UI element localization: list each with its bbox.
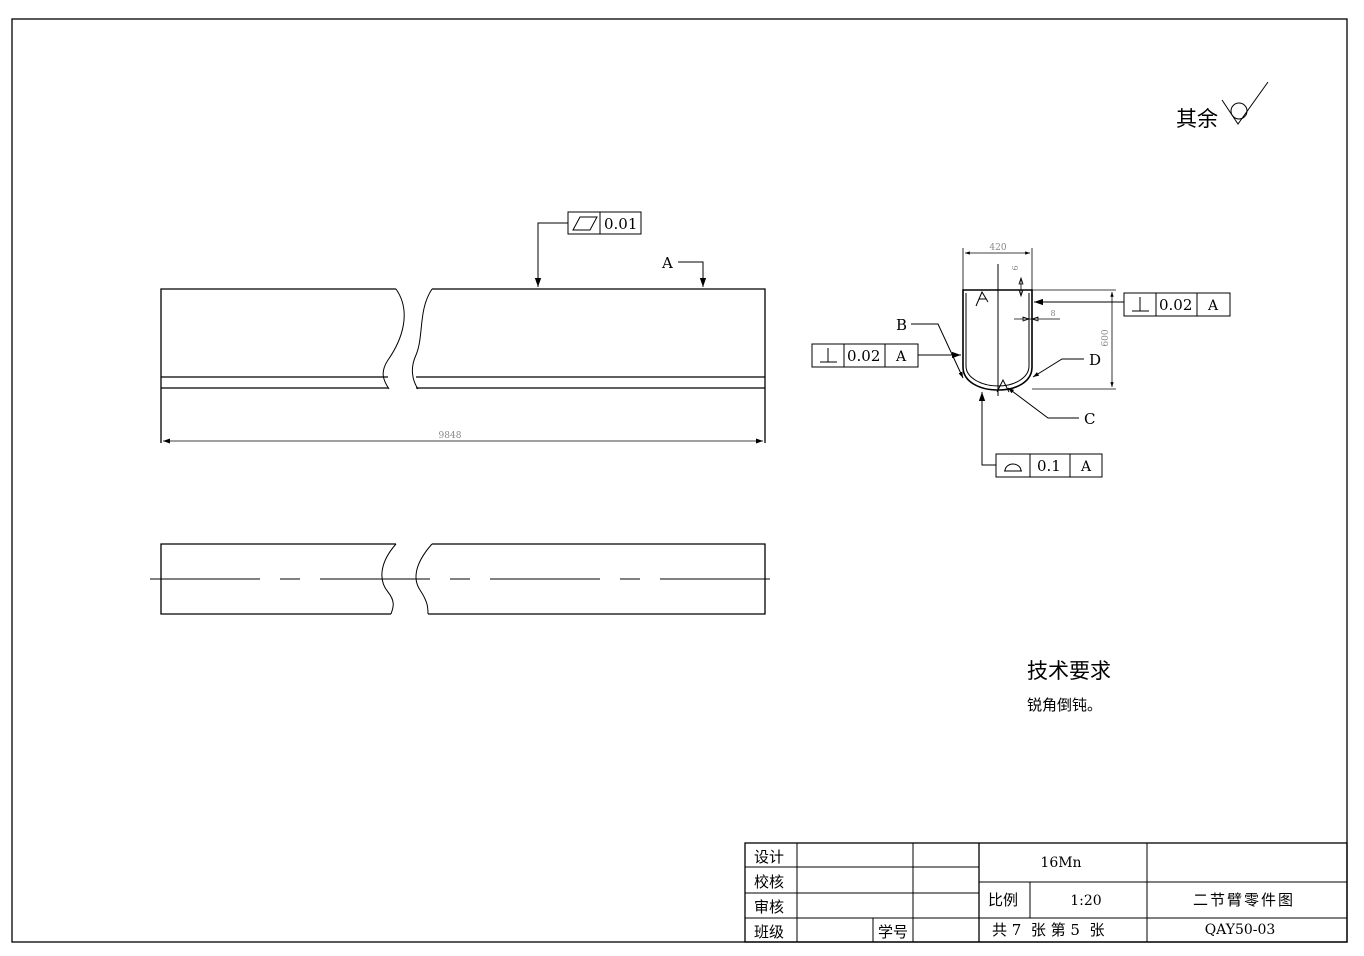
flatness-control-frame: 0.01 [534,211,642,287]
surface-finish-symbol [1221,81,1269,125]
front-view: 9848 0.01 A [160,211,766,444]
label-c: C [1084,410,1095,428]
perpendicularity-frame-right: 0.02 A [1034,292,1231,317]
width-dimension-text: 420 [989,243,1006,253]
top-break-right [415,543,433,615]
profile-frame-bottom: 0.1 A [978,392,1103,478]
side-thickness-text: 8 [1050,309,1055,318]
weld-mark-bottom [996,378,1010,393]
top-break-left [381,543,397,615]
row-label-check: 校核 [754,873,784,891]
front-view-right-outline [416,288,766,443]
sheet-info: 共 7 张 第 5 张 [992,921,1104,939]
label-d: D [1089,351,1101,369]
technical-requirements: 技术要求 锐角倒钝。 [1027,659,1111,714]
profile-leader [978,392,996,466]
flatness-icon [572,216,598,231]
profile-datum: A [1080,459,1092,475]
label-d-leader [1032,358,1084,378]
perp-left-datum: A [895,349,907,365]
length-dimension-text: 9848 [439,431,462,441]
title-block: 设计 校核 审核 班级 学号 16Mn 比例 1:20 共 7 张 第 5 张 … [744,842,1348,943]
front-view-left-outline [160,288,396,443]
label-b-leader [911,323,964,379]
section-view: 420 600 6 8 0.02 A 0.02 A [811,243,1231,478]
perp-right-value: 0.02 [1159,296,1192,314]
tech-req-body: 锐角倒钝。 [1027,696,1102,714]
perp-left-value: 0.02 [847,347,880,365]
scale-label: 比例 [988,891,1018,909]
profile-value: 0.1 [1037,457,1061,475]
weld-mark-top [975,290,989,307]
flatness-value: 0.01 [604,215,637,233]
break-line-right [411,288,433,390]
top-thickness-text: 6 [1011,265,1020,270]
scale-value: 1:20 [1070,893,1101,909]
drawing-frame [11,18,1348,943]
height-dimension-text: 600 [1101,329,1111,346]
perpendicularity-icon [1132,297,1149,312]
perpendicularity-frame-left: 0.02 A [811,343,961,368]
break-line-left [382,288,405,390]
surface-finish-label: 其余 [1176,107,1218,131]
perpendicularity-icon [820,348,837,363]
datum-a-label: A [661,254,673,272]
drawing-number: QAY50-03 [1205,922,1276,938]
material: 16Mn [1040,855,1081,871]
tech-req-title: 技术要求 [1027,659,1111,683]
row-label-design: 设计 [754,848,784,866]
row-label-class: 班级 [754,923,784,941]
top-view [150,543,773,615]
row-label-review: 审核 [754,898,784,916]
datum-a-reference: A [661,254,707,287]
student-no-label: 学号 [878,923,908,941]
datum-a-leader [678,261,707,287]
surface-finish-circle [1230,102,1248,120]
part-name: 二节臂零件图 [1193,891,1295,909]
surface-finish-note: 其余 [1176,81,1269,131]
label-c-leader [1007,387,1079,419]
label-b: B [896,316,907,334]
profile-surface-icon [1004,463,1022,472]
flatness-leader [534,222,568,287]
perp-right-datum: A [1207,298,1219,314]
